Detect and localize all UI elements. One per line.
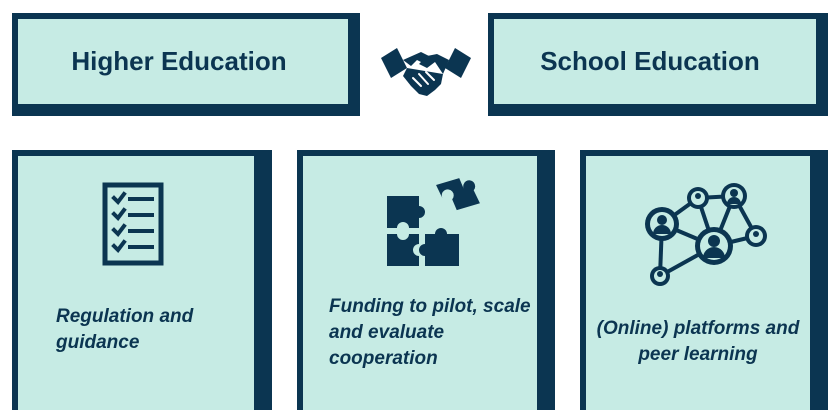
higher-education-box: Higher Education [12,13,360,116]
checklist-icon [102,182,164,266]
handshake-icon [381,48,471,96]
platforms-card: (Online) platforms and peer learning [580,150,828,410]
funding-label: Funding to pilot, scale and evaluate coo… [329,296,531,369]
higher-education-label: Higher Education [71,46,287,76]
regulation-label: Regulation and guidance [56,306,194,353]
school-education-label: School Education [540,46,760,76]
network-people-icon [645,183,767,286]
funding-card: Funding to pilot, scale and evaluate coo… [297,150,555,410]
regulation-card: Regulation and guidance [12,150,272,410]
school-education-box: School Education [488,13,828,116]
puzzle-icon [387,178,480,266]
platforms-label: (Online) platforms and peer learning [596,318,800,365]
